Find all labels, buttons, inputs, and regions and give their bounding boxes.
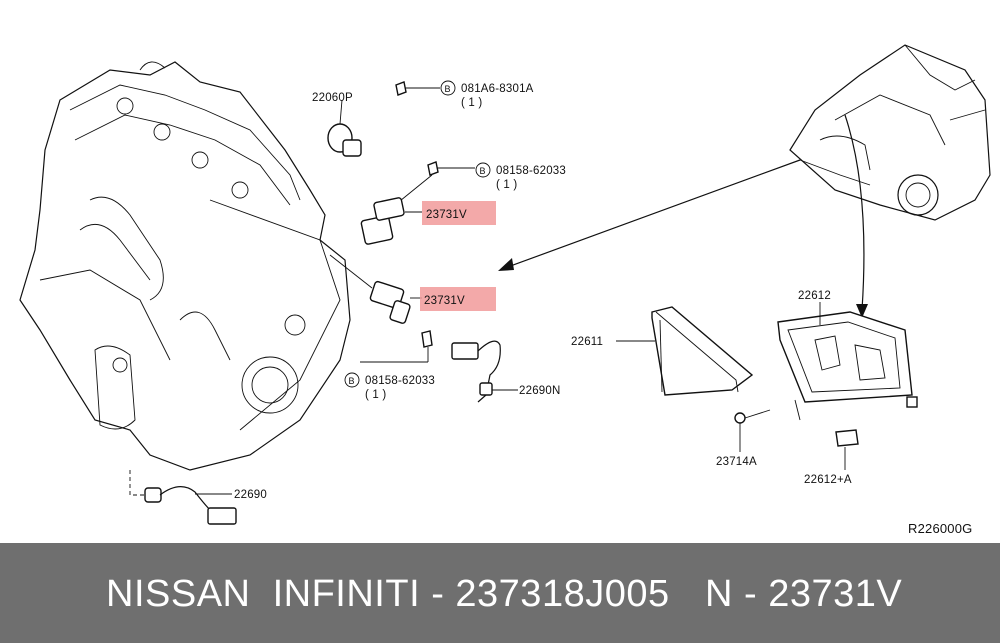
label-22612A: 22612+A [804, 474, 852, 486]
callout-bolt-top: B 081A6-8301A ( 1 ) [395, 80, 534, 109]
engine-illustration [19, 61, 351, 471]
car-illustration [789, 44, 991, 221]
reference-code: R226000G [908, 521, 972, 536]
footer-oem-code: N - 23731V [705, 573, 903, 615]
bolt-low-qty: ( 1 ) [365, 389, 386, 401]
label-22612: 22612 [798, 290, 831, 302]
parts-diagram: 22060P B 081A6-8301A ( 1 ) B 08158-62033… [19, 44, 991, 536]
label-22690N: 22690N [519, 385, 560, 397]
footer-bar: NISSAN INFINITI - 237318J005 N - 23731V [0, 543, 1000, 643]
bolt-mid-part-number: 08158-62033 [496, 165, 566, 177]
part-22690N: 22690N [451, 340, 560, 403]
part-23714A: 23714A [716, 409, 771, 468]
bolt-low-circle-letter: B [349, 376, 355, 386]
bolt-low-part-number: 08158-62033 [365, 375, 435, 387]
label-23731V-lower: 23731V [424, 295, 465, 307]
label-23714A: 23714A [716, 456, 757, 468]
callout-bolt-mid: B 08158-62033 ( 1 ) [394, 161, 566, 206]
part-22612: 22612 [777, 290, 918, 421]
part-22612A: 22612+A [804, 429, 859, 486]
part-22690: 22690 [129, 470, 267, 525]
label-22611: 22611 [571, 336, 603, 348]
part-23731V-lower: 23731V [329, 254, 496, 324]
highlight-23731V-upper [422, 201, 496, 225]
label-22690: 22690 [234, 489, 267, 501]
label-23731V-upper: 23731V [426, 209, 467, 221]
bolt-top-part-number: 081A6-8301A [461, 83, 534, 95]
bolt-top-circle-letter: B [445, 84, 451, 94]
callout-bolt-low: B 08158-62033 ( 1 ) [344, 330, 435, 401]
bolt-mid-circle-letter: B [480, 166, 486, 176]
highlight-23731V-lower [420, 287, 496, 311]
arrows [498, 114, 868, 318]
part-22060P: 22060P [312, 92, 362, 157]
bolt-mid-qty: ( 1 ) [496, 179, 517, 191]
bolt-top-qty: ( 1 ) [461, 97, 482, 109]
label-22060P: 22060P [312, 92, 353, 104]
footer-brand-part-number: NISSAN INFINITI - 237318J005 [106, 573, 670, 615]
part-23731V-upper: 23731V [360, 197, 496, 245]
part-22611: 22611 [571, 306, 754, 396]
